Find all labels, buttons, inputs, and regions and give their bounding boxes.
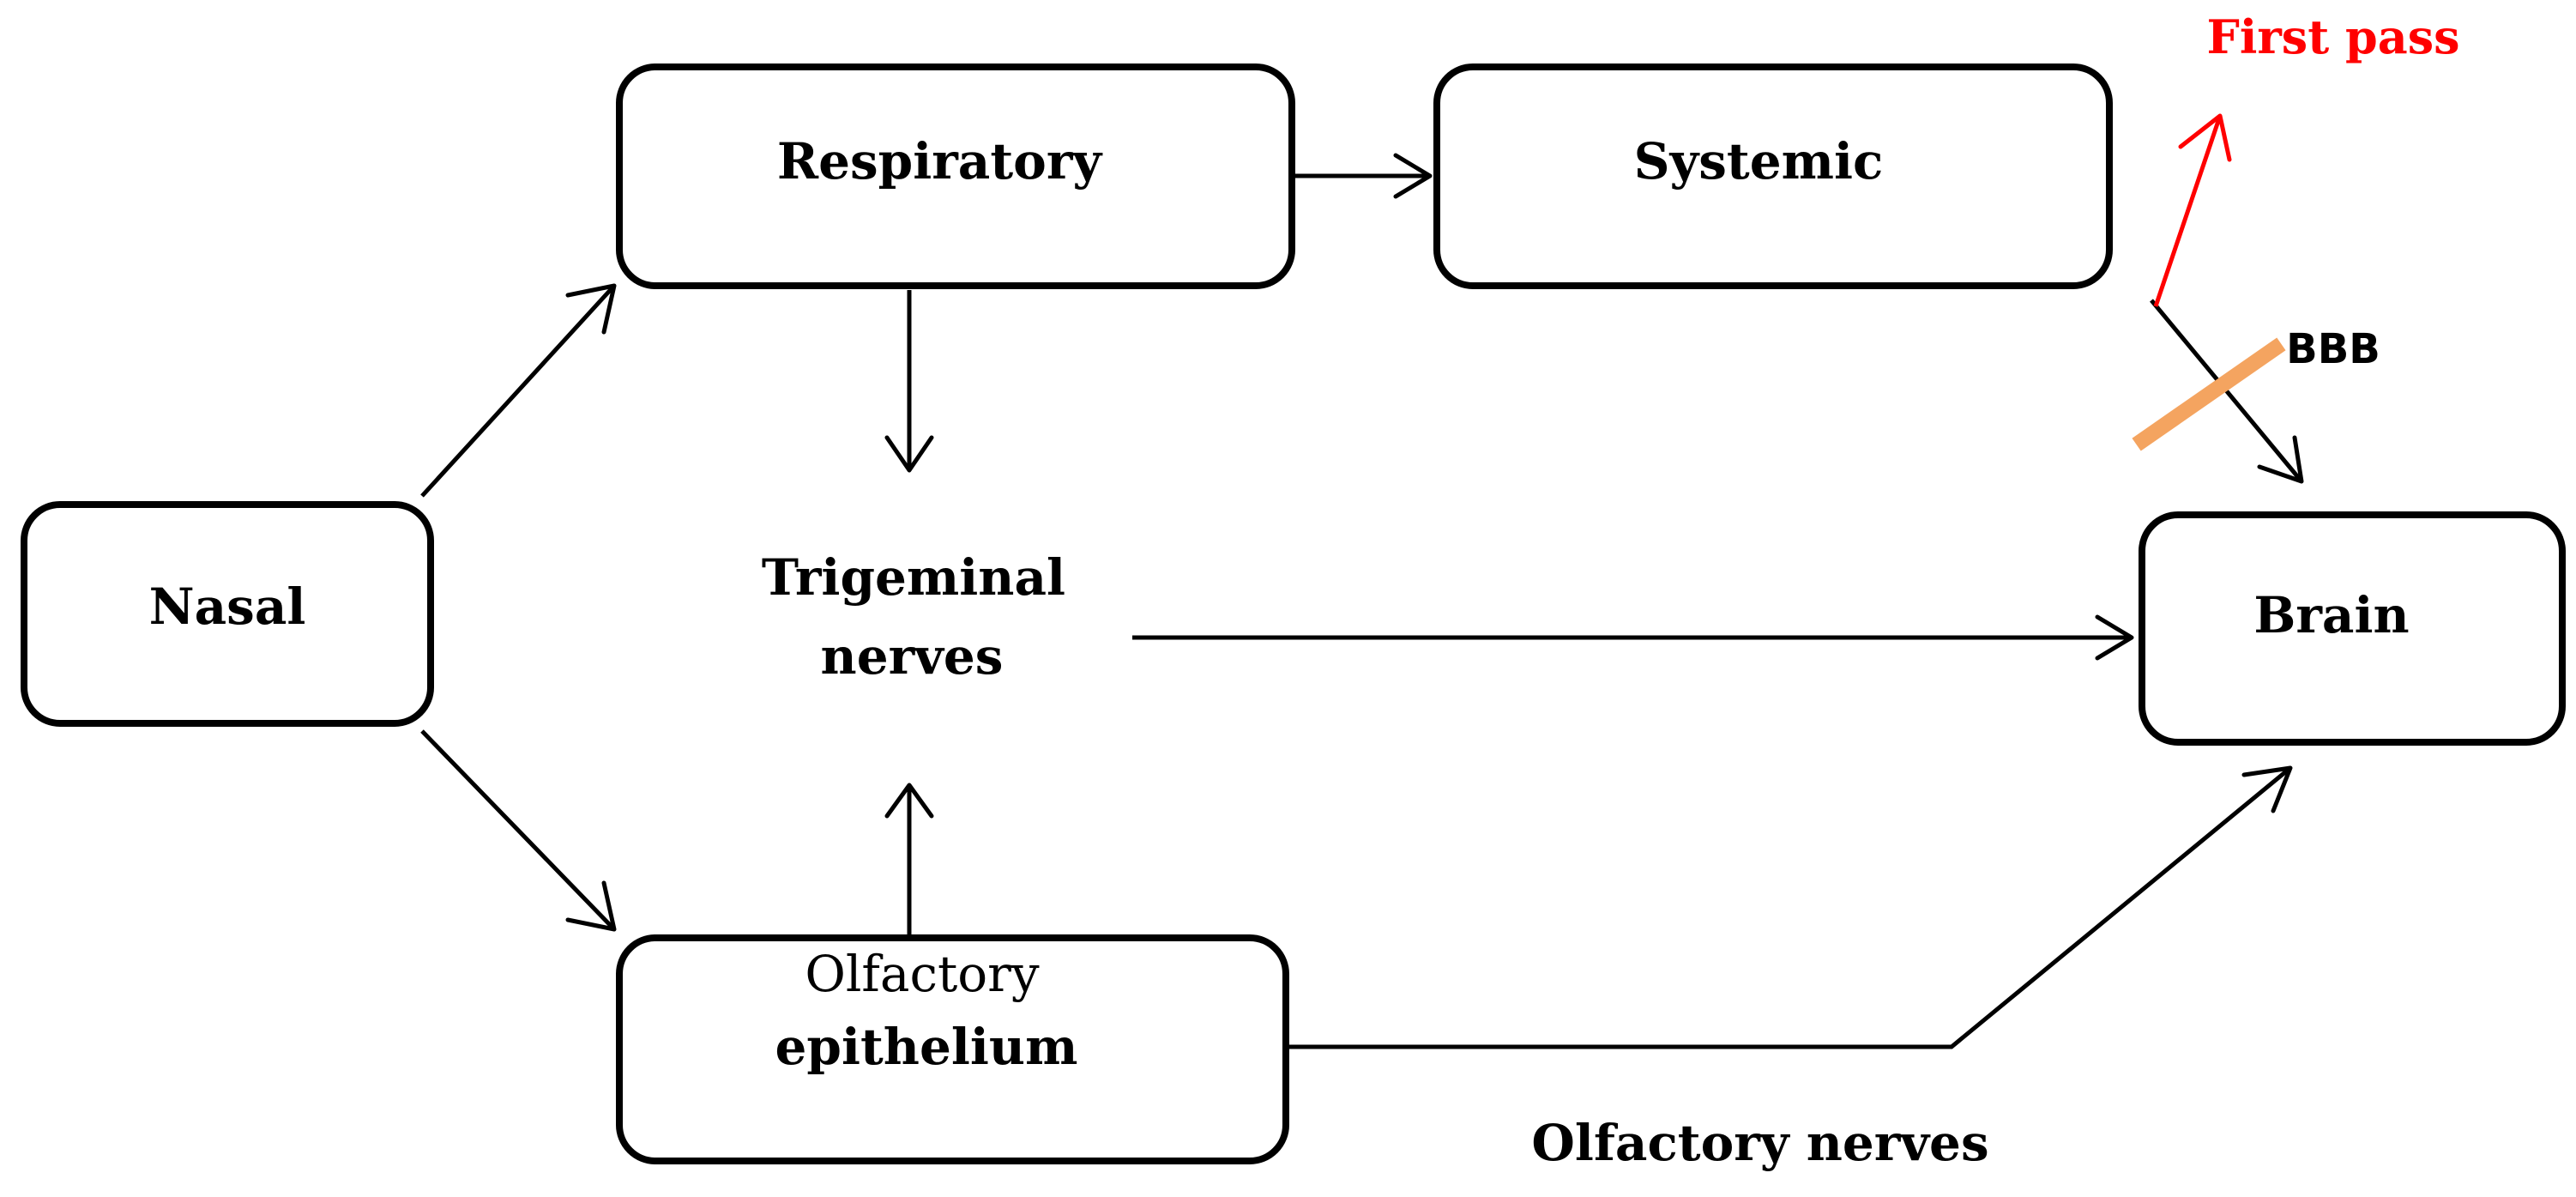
node-brain: Brain (2139, 511, 2566, 746)
arrow-nasal-to-respiratory (420, 283, 617, 498)
node-systemic-label: Systemic (1634, 132, 1884, 190)
label-olfactory-nerves: Olfactory nerves (1531, 1114, 1988, 1172)
arrow-respiratory-to-trigeminal (884, 290, 934, 473)
node-olfactory-epithelium: Olfactory epithelium (616, 934, 1289, 1164)
node-respiratory: Respiratory (616, 63, 1295, 289)
arrow-olfactory-epithelium-to-trigeminal (884, 783, 934, 938)
node-trigeminal-nerves: Trigeminal nerves (762, 548, 1065, 686)
arrow-nasal-to-olfactory-epithelium (420, 729, 617, 932)
node-brain-label: Brain (2253, 586, 2409, 644)
node-olfactory-epithelium-label-1: Olfactory (805, 945, 1040, 1003)
node-nasal-label: Nasal (149, 577, 306, 636)
node-olfactory-epithelium-label-2: epithelium (775, 1018, 1078, 1076)
node-trigeminal-label-1: Trigeminal (762, 548, 1065, 607)
node-trigeminal-label-2: nerves (821, 627, 1004, 686)
node-respiratory-label: Respiratory (777, 132, 1104, 190)
arrow-first-pass (2153, 113, 2232, 307)
node-nasal: Nasal (21, 501, 434, 727)
bbb-barrier-bar (2132, 337, 2286, 451)
arrow-olfactory-nerves-to-brain (1286, 765, 2293, 1049)
arrow-trigeminal-to-brain (1132, 614, 2134, 661)
label-first-pass: First pass (2207, 9, 2460, 64)
arrow-respiratory-to-systemic (1292, 153, 1433, 199)
label-bbb: BBB (2286, 325, 2380, 373)
node-systemic: Systemic (1433, 63, 2113, 289)
